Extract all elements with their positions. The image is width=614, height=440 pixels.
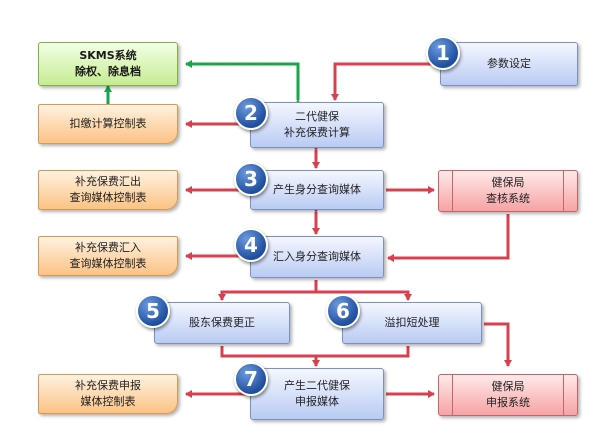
skms-line-1: SKMS系统 xyxy=(79,49,137,62)
arrow-params-to-calc xyxy=(331,62,438,101)
deduct-control-box: 扣缴计算控制表 xyxy=(38,104,178,144)
nhi-audit-line-1: 健保局 xyxy=(491,176,525,189)
import-label: 汇入身分查询媒体 xyxy=(273,250,361,263)
nhi-report-line-2: 申报系统 xyxy=(486,396,530,409)
nhi-audit-line-2: 查核系统 xyxy=(486,192,530,205)
calc-line-2: 补充保费计算 xyxy=(284,126,350,139)
arrow-nhi-audit-to-import xyxy=(387,214,510,262)
step-badge-1: 1 xyxy=(426,36,460,70)
report-box: 产生二代健保 申报媒体 xyxy=(250,368,384,420)
nhi-audit-box: 健保局 查核系统 xyxy=(438,170,578,212)
summary-in-control-box: 补充保费汇入 查询媒体控制表 xyxy=(38,236,178,276)
arrow-import-to-shareholder xyxy=(218,280,318,301)
nhi-report-left-bar xyxy=(445,375,453,415)
nhi-report-box: 健保局 申报系统 xyxy=(438,374,578,416)
query-box: 产生身分查询媒体 xyxy=(250,170,384,210)
summary-in-line-1: 补充保费汇入 xyxy=(75,241,141,254)
arrow-skms-to-calc xyxy=(185,60,302,106)
arrow-overdeduct-merge xyxy=(316,346,410,358)
report-line-1: 产生二代健保 xyxy=(284,379,350,392)
query-label: 产生身分查询媒体 xyxy=(273,183,361,196)
deduct-control-label: 扣缴计算控制表 xyxy=(69,117,147,130)
arrow-shareholder-to-report xyxy=(220,346,320,367)
overdeduct-label: 溢扣短处理 xyxy=(384,316,440,329)
summary-in-line-2: 查询媒体控制表 xyxy=(69,257,147,270)
arrow-overdeduct-to-nhi-report xyxy=(484,322,512,367)
shareholder-label: 股东保费更正 xyxy=(189,316,255,329)
step-badge-6: 6 xyxy=(326,294,360,328)
calc-line-1: 二代健保 xyxy=(295,110,339,123)
params-label: 参数设定 xyxy=(487,57,531,70)
arrow-import-to-overdeduct xyxy=(316,290,412,301)
step-badge-7: 7 xyxy=(234,362,268,396)
step-badge-3: 3 xyxy=(234,162,268,196)
calc-box: 二代健保 补充保费计算 xyxy=(250,102,384,148)
skms-line-2: 除权、除息档 xyxy=(75,65,141,78)
report-control-line-2: 媒体控制表 xyxy=(80,395,136,408)
params-box: 参数设定 xyxy=(440,42,578,86)
step-badge-4: 4 xyxy=(234,228,268,262)
shareholder-box: 股东保费更正 xyxy=(154,302,290,344)
report-line-2: 申报媒体 xyxy=(295,395,339,408)
report-control-box: 补充保费申报 媒体控制表 xyxy=(38,374,178,414)
nhi-report-line-1: 健保局 xyxy=(491,380,525,393)
summary-out-line-1: 补充保费汇出 xyxy=(75,175,141,188)
step-badge-5: 5 xyxy=(136,294,170,328)
nhi-report-right-bar xyxy=(563,375,571,415)
import-box: 汇入身分查询媒体 xyxy=(250,236,384,278)
report-control-line-1: 补充保费申报 xyxy=(75,379,141,392)
summary-out-line-2: 查询媒体控制表 xyxy=(69,191,147,204)
nhi-audit-right-bar xyxy=(563,171,571,211)
overdeduct-box: 溢扣短处理 xyxy=(342,302,482,344)
skms-system-box: SKMS系统 除权、除息档 xyxy=(38,42,178,86)
summary-out-control-box: 补充保费汇出 查询媒体控制表 xyxy=(38,170,178,210)
step-badge-2: 2 xyxy=(234,96,268,130)
nhi-audit-left-bar xyxy=(445,171,453,211)
